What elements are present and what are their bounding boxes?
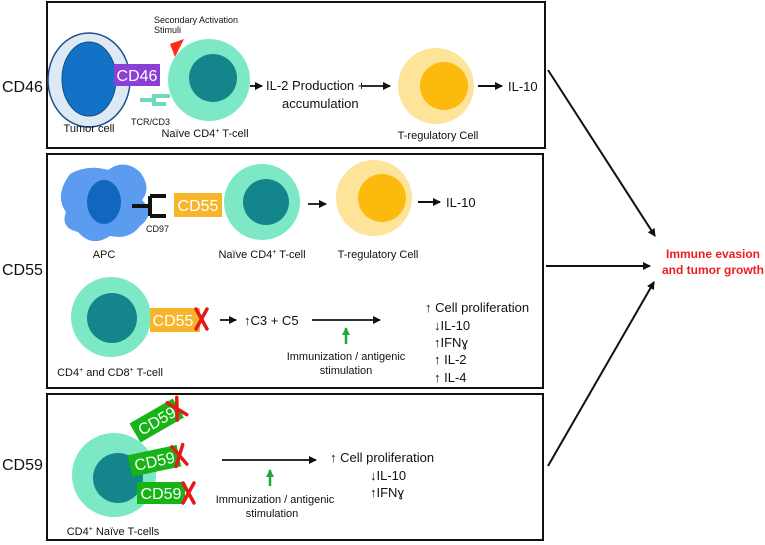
cd55-effect-il10: ↓IL-10 xyxy=(434,318,470,333)
cd55-panel-frame xyxy=(46,153,544,389)
cd59-immunization-line1: Immunization / antigenic xyxy=(216,494,335,506)
cd59-knockout-x-3-icon xyxy=(181,481,196,505)
apc-cell-nucleus xyxy=(87,180,121,224)
naive-t-cell-nucleus xyxy=(189,54,237,102)
cd59-immunization-line2: stimulation xyxy=(246,508,299,520)
cd55-treg-cell-label: T-regulatory Cell xyxy=(338,249,419,261)
tcr-cd3-label: TCR/CD3 xyxy=(131,117,170,127)
treg-cell-nucleus xyxy=(420,62,468,110)
cd55-effect-proliferation: ↑ Cell proliferation xyxy=(425,300,529,315)
cd59-row-label: CD59 xyxy=(2,457,43,474)
il2-production-line2: accumulation xyxy=(282,96,359,111)
cd55-row-label: CD55 xyxy=(2,262,43,279)
stimuli-label-line2: Stimuli xyxy=(154,25,181,35)
cd59-knockout-x-1-icon xyxy=(165,395,189,422)
outcome-line1: Immune evasion xyxy=(666,247,760,261)
cd55-effect-il4: ↑ IL-4 xyxy=(434,370,467,385)
cd46-panel-frame xyxy=(46,1,546,149)
cd55-ko-t-cell-label: CD4+ and CD8+ T-cell xyxy=(57,367,163,379)
cd59-receptor-3-label: CD59 xyxy=(141,486,182,503)
tcr-cd3-receptor xyxy=(140,94,170,106)
tumor-cell-label: Tumor cell xyxy=(64,123,115,135)
cd55-effect-il2: ↑ IL-2 xyxy=(434,352,467,367)
cd59-receptor-1-box xyxy=(129,398,184,443)
outcome-line2: and tumor growth xyxy=(662,263,764,277)
cd55-receptor-box xyxy=(174,193,222,217)
cd59-panel: CD4+ Naïve T-cells CD59 CD59 CD59 Immuni… xyxy=(46,393,544,541)
cd59-t-cell-label: CD4+ Naïve T-cells xyxy=(67,526,160,538)
cd55-ko-t-cell-nucleus xyxy=(87,293,137,343)
cd59-receptor-1: CD59 xyxy=(129,395,189,443)
cd59-panel-frame xyxy=(46,393,544,541)
arrow-cd46-to-outcome xyxy=(547,69,656,237)
cd55-immunization-line2: stimulation xyxy=(320,365,373,377)
cd55-naive-t-cell-label: Naïve CD4+ T-cell xyxy=(218,249,305,261)
cd46-panel: Tumor cell CD46 TCR/CD3 Secondary Activa… xyxy=(46,1,546,149)
treg-cell-label: T-regulatory Cell xyxy=(398,130,479,142)
cd55-naive-t-cell-nucleus xyxy=(243,179,289,225)
cd59-receptor-3-box xyxy=(137,482,185,504)
cd59-effect-il10: ↓IL-10 xyxy=(370,468,406,483)
apc-label: APC xyxy=(93,249,116,261)
cd46-receptor-box xyxy=(114,64,160,86)
cd55-ko-receptor-label: CD55 xyxy=(153,313,194,330)
cd55-treg-cell-nucleus xyxy=(358,174,406,222)
cd59-receptor-2-box xyxy=(127,444,182,477)
cd46-receptor-label: CD46 xyxy=(117,68,158,85)
cd59-effect-ifng: ↑IFNɣ xyxy=(370,485,404,500)
tumor-cell-nucleus xyxy=(61,41,117,117)
cd55-receptor-label: CD55 xyxy=(178,198,219,215)
complement-label: ↑C3 + C5 xyxy=(244,313,299,328)
il2-production-line1: IL-2 Production + xyxy=(266,78,365,93)
cd59-receptor-3: CD59 xyxy=(137,481,196,505)
il10-output: IL-10 xyxy=(508,79,538,94)
cd55-ko-receptor-box xyxy=(150,308,200,332)
cd97-label: CD97 xyxy=(146,224,169,234)
cd46-row-label: CD46 xyxy=(2,79,43,96)
cd55-effect-ifng: ↑IFNɣ xyxy=(434,335,468,350)
cd97-receptor xyxy=(132,194,166,218)
cd59-knockout-x-2-icon xyxy=(170,442,189,469)
cd55-panel: APC CD97 CD55 Naïve CD4+ T-cell T-regula… xyxy=(46,153,544,389)
cd55-knockout-x-icon xyxy=(194,307,209,331)
naive-t-cell-label: Naïve CD4+ T-cell xyxy=(161,128,248,140)
arrow-cd59-to-outcome xyxy=(547,281,655,467)
cd55-il10-output: IL-10 xyxy=(446,195,476,210)
stimuli-triangle-icon xyxy=(170,39,184,57)
stimuli-label-line1: Secondary Activation xyxy=(154,15,238,25)
cd55-immunization-line1: Immunization / antigenic xyxy=(287,351,406,363)
cd59-effect-proliferation: ↑ Cell proliferation xyxy=(330,450,434,465)
